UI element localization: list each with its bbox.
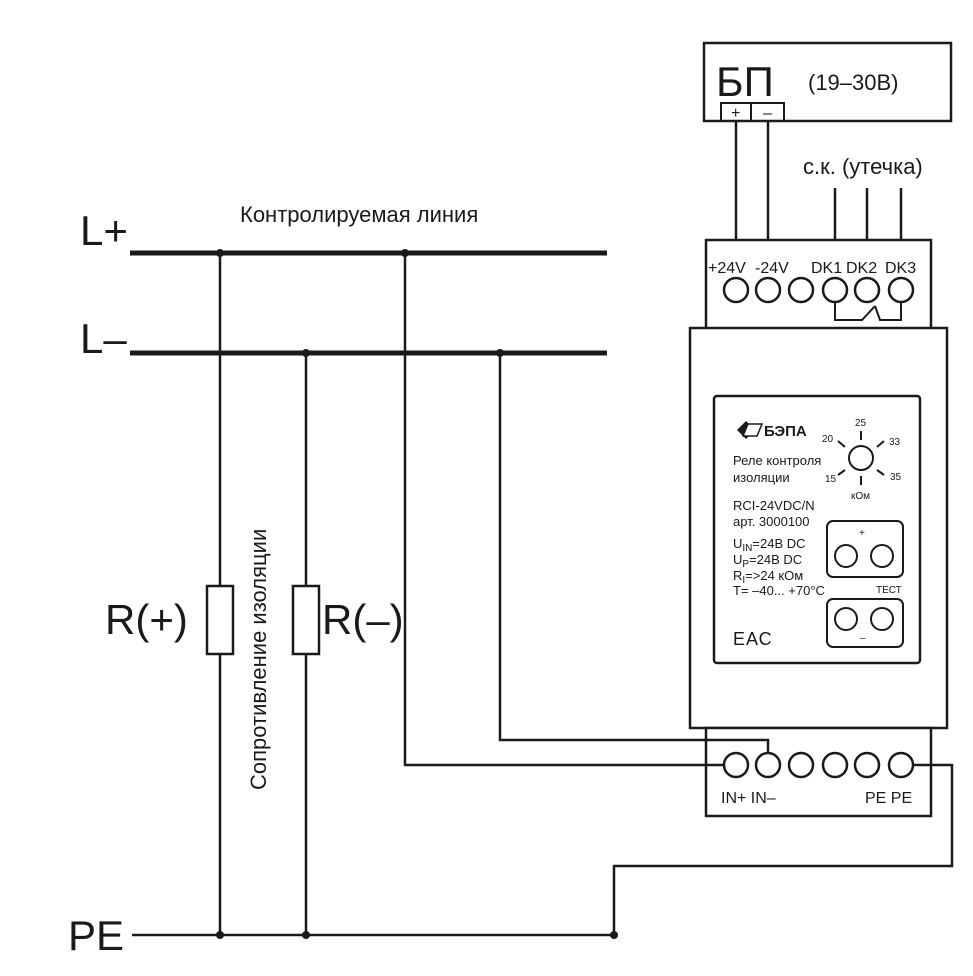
leak-contact-label: с.к. (утечка) <box>803 154 923 179</box>
wire-pe <box>612 763 954 935</box>
junction-pe-r-minus <box>302 931 310 939</box>
junction-l-plus-r <box>216 249 224 257</box>
ps-minus-label: – <box>763 105 772 122</box>
contact-dk2-dk3 <box>874 302 902 321</box>
brand-name: БЭПА <box>764 423 807 440</box>
spec-uin: UIN=24В DC <box>733 536 806 554</box>
terminal-dk1 <box>821 276 849 304</box>
front-panel-frame <box>712 394 922 665</box>
terminal-in-plus <box>722 751 750 779</box>
dial-tick-15 <box>837 469 846 476</box>
resistor-label-r-plus: R(+) <box>105 596 188 643</box>
junction-l-minus-r <box>302 349 310 357</box>
terminal-unused-1 <box>787 751 815 779</box>
junction-pe-r-plus <box>216 931 224 939</box>
terminal-label-dk1: DK1 <box>811 260 842 277</box>
contact-dk1-dk2 <box>834 302 876 321</box>
bottom-terminals <box>722 751 915 779</box>
dial-unit: кОм <box>851 491 870 502</box>
resistor-label-r-minus: R(–) <box>322 596 404 643</box>
resistor-r-minus <box>291 584 321 656</box>
eac-mark: ЕАС <box>733 629 773 649</box>
relay-name-line2: изоляции <box>733 470 790 485</box>
spec-temperature: T= –40... +70°C <box>733 583 825 598</box>
test-minus-label: – <box>860 633 866 644</box>
dial-knob[interactable] <box>848 445 874 471</box>
bus-label-pe: PE <box>68 912 124 959</box>
wire-in-plus <box>403 253 724 767</box>
terminal-dk2 <box>853 276 881 304</box>
terminal-minus24v <box>754 276 782 304</box>
brand-logo-mark <box>741 423 764 437</box>
dial-tick-33 <box>876 440 885 448</box>
resistance-dial: 25 20 33 15 35 кОм <box>822 418 902 502</box>
terminal-in-minus <box>754 751 782 779</box>
terminal-plus24v <box>722 276 750 304</box>
relay-name-line1: Реле контроля <box>733 453 821 468</box>
dial-tick-20 <box>837 440 846 448</box>
power-supply-box <box>702 41 953 123</box>
resistor-r-plus <box>205 584 235 656</box>
terminal-dk3 <box>887 276 915 304</box>
terminal-label-pe: PE PE <box>865 790 912 807</box>
bus-label-l-plus: L+ <box>80 207 128 254</box>
ps-plus-label: + <box>731 105 740 122</box>
dial-tick-35 <box>876 469 885 476</box>
spec-up: UP=24В DC <box>733 552 802 570</box>
dial-value-33: 33 <box>889 437 901 448</box>
junction-l-plus-in <box>401 249 409 257</box>
terminal-label-dk2: DK2 <box>846 260 877 277</box>
test-plus-socket-1[interactable] <box>834 544 858 568</box>
insulation-resistance-label: Сопротивление изоляции <box>246 529 271 790</box>
dial-value-15: 15 <box>825 474 837 485</box>
power-supply-voltage: (19–30В) <box>808 70 899 95</box>
dial-value-25: 25 <box>855 418 867 429</box>
wire-in-minus <box>498 353 770 753</box>
terminal-pe-1 <box>853 751 881 779</box>
controlled-line-label: Контролируемая линия <box>240 202 478 227</box>
terminal-label-plus24v: +24V <box>708 260 746 277</box>
terminal-unused <box>787 276 815 304</box>
test-minus-socket-2[interactable] <box>870 607 894 631</box>
relay-article: арт. 3000100 <box>733 514 810 529</box>
dial-value-20: 20 <box>822 434 834 445</box>
test-plus-label: + <box>859 528 865 539</box>
power-supply: БП (19–30В) + – <box>702 41 953 123</box>
spec-r: RI=>24 кОм <box>733 568 803 586</box>
terminal-label-in: IN+ IN– <box>721 790 776 807</box>
test-plus-socket-2[interactable] <box>870 544 894 568</box>
test-plus-block <box>826 520 904 578</box>
front-panel: БЭПА Реле контроля изоляции RCI-24VDC/N … <box>712 394 922 665</box>
junction-pe-relay <box>610 931 618 939</box>
terminal-label-dk3: DK3 <box>885 260 916 277</box>
test-minus-socket-1[interactable] <box>834 607 858 631</box>
relay-model: RCI-24VDC/N <box>733 498 815 513</box>
test-minus-block <box>826 598 904 648</box>
terminal-label-minus24v: -24V <box>755 260 789 277</box>
top-terminals <box>722 276 915 304</box>
terminal-pe-2 <box>887 751 915 779</box>
dial-value-35: 35 <box>890 472 902 483</box>
terminal-unused-2 <box>821 751 849 779</box>
bus-label-l-minus: L– <box>80 315 127 362</box>
junction-l-minus-in <box>496 349 504 357</box>
test-label: ТЕСТ <box>876 585 902 596</box>
power-supply-title: БП <box>716 58 774 105</box>
